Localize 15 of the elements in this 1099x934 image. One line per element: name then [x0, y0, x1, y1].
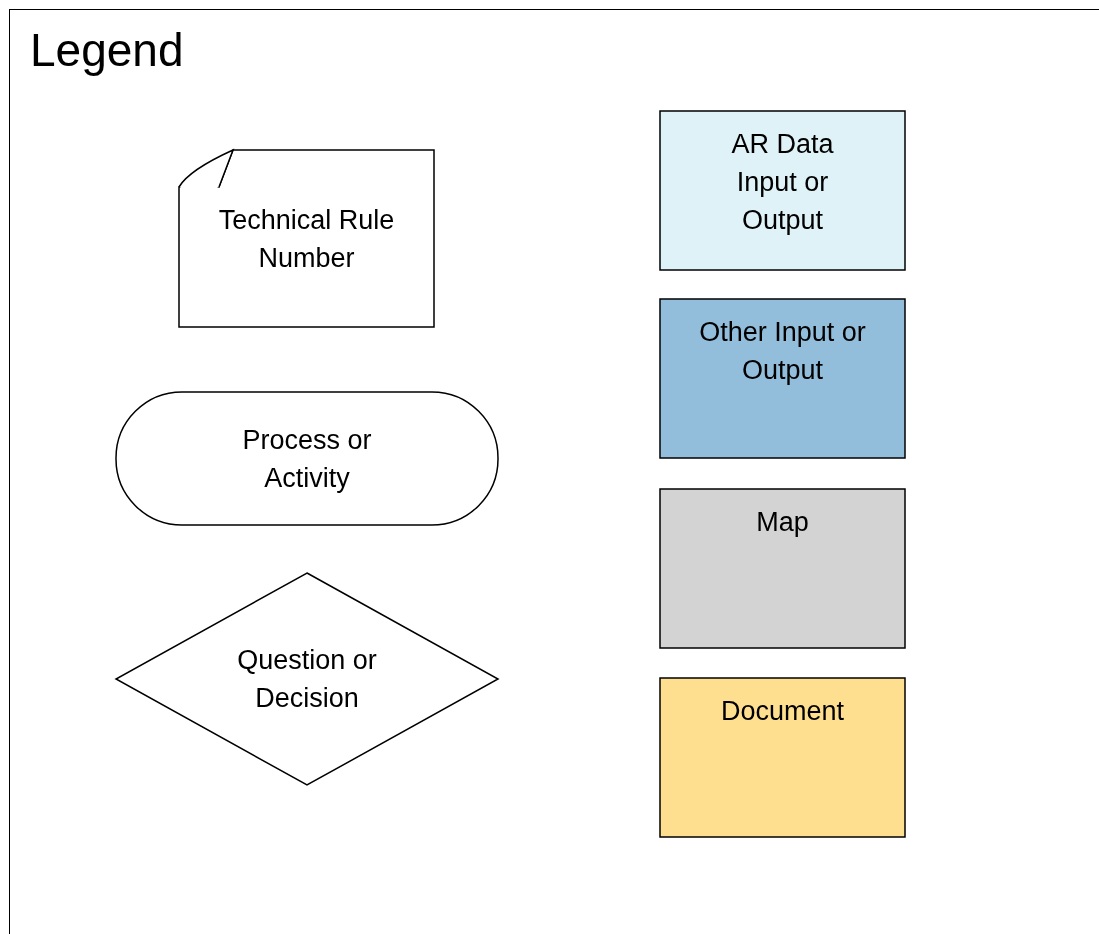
decision-diamond [116, 573, 498, 785]
frame-title: Legend [30, 24, 184, 76]
shape-label: Technical Rule Number [217, 203, 396, 275]
data-box [660, 111, 905, 270]
shape-label: Other Input or Output [698, 316, 867, 387]
shape-label: Question or Decision [236, 644, 378, 715]
note-shape [179, 150, 434, 327]
input-output-box [660, 299, 905, 458]
shape-label: AR Data Input or Output [730, 128, 835, 237]
shape-label: Map [756, 506, 809, 539]
map-box [660, 489, 905, 648]
legend-frame [9, 9, 1099, 934]
document-box [660, 678, 905, 837]
shape-label: Document [720, 695, 845, 728]
shape-label: Process or Activity [241, 423, 373, 495]
